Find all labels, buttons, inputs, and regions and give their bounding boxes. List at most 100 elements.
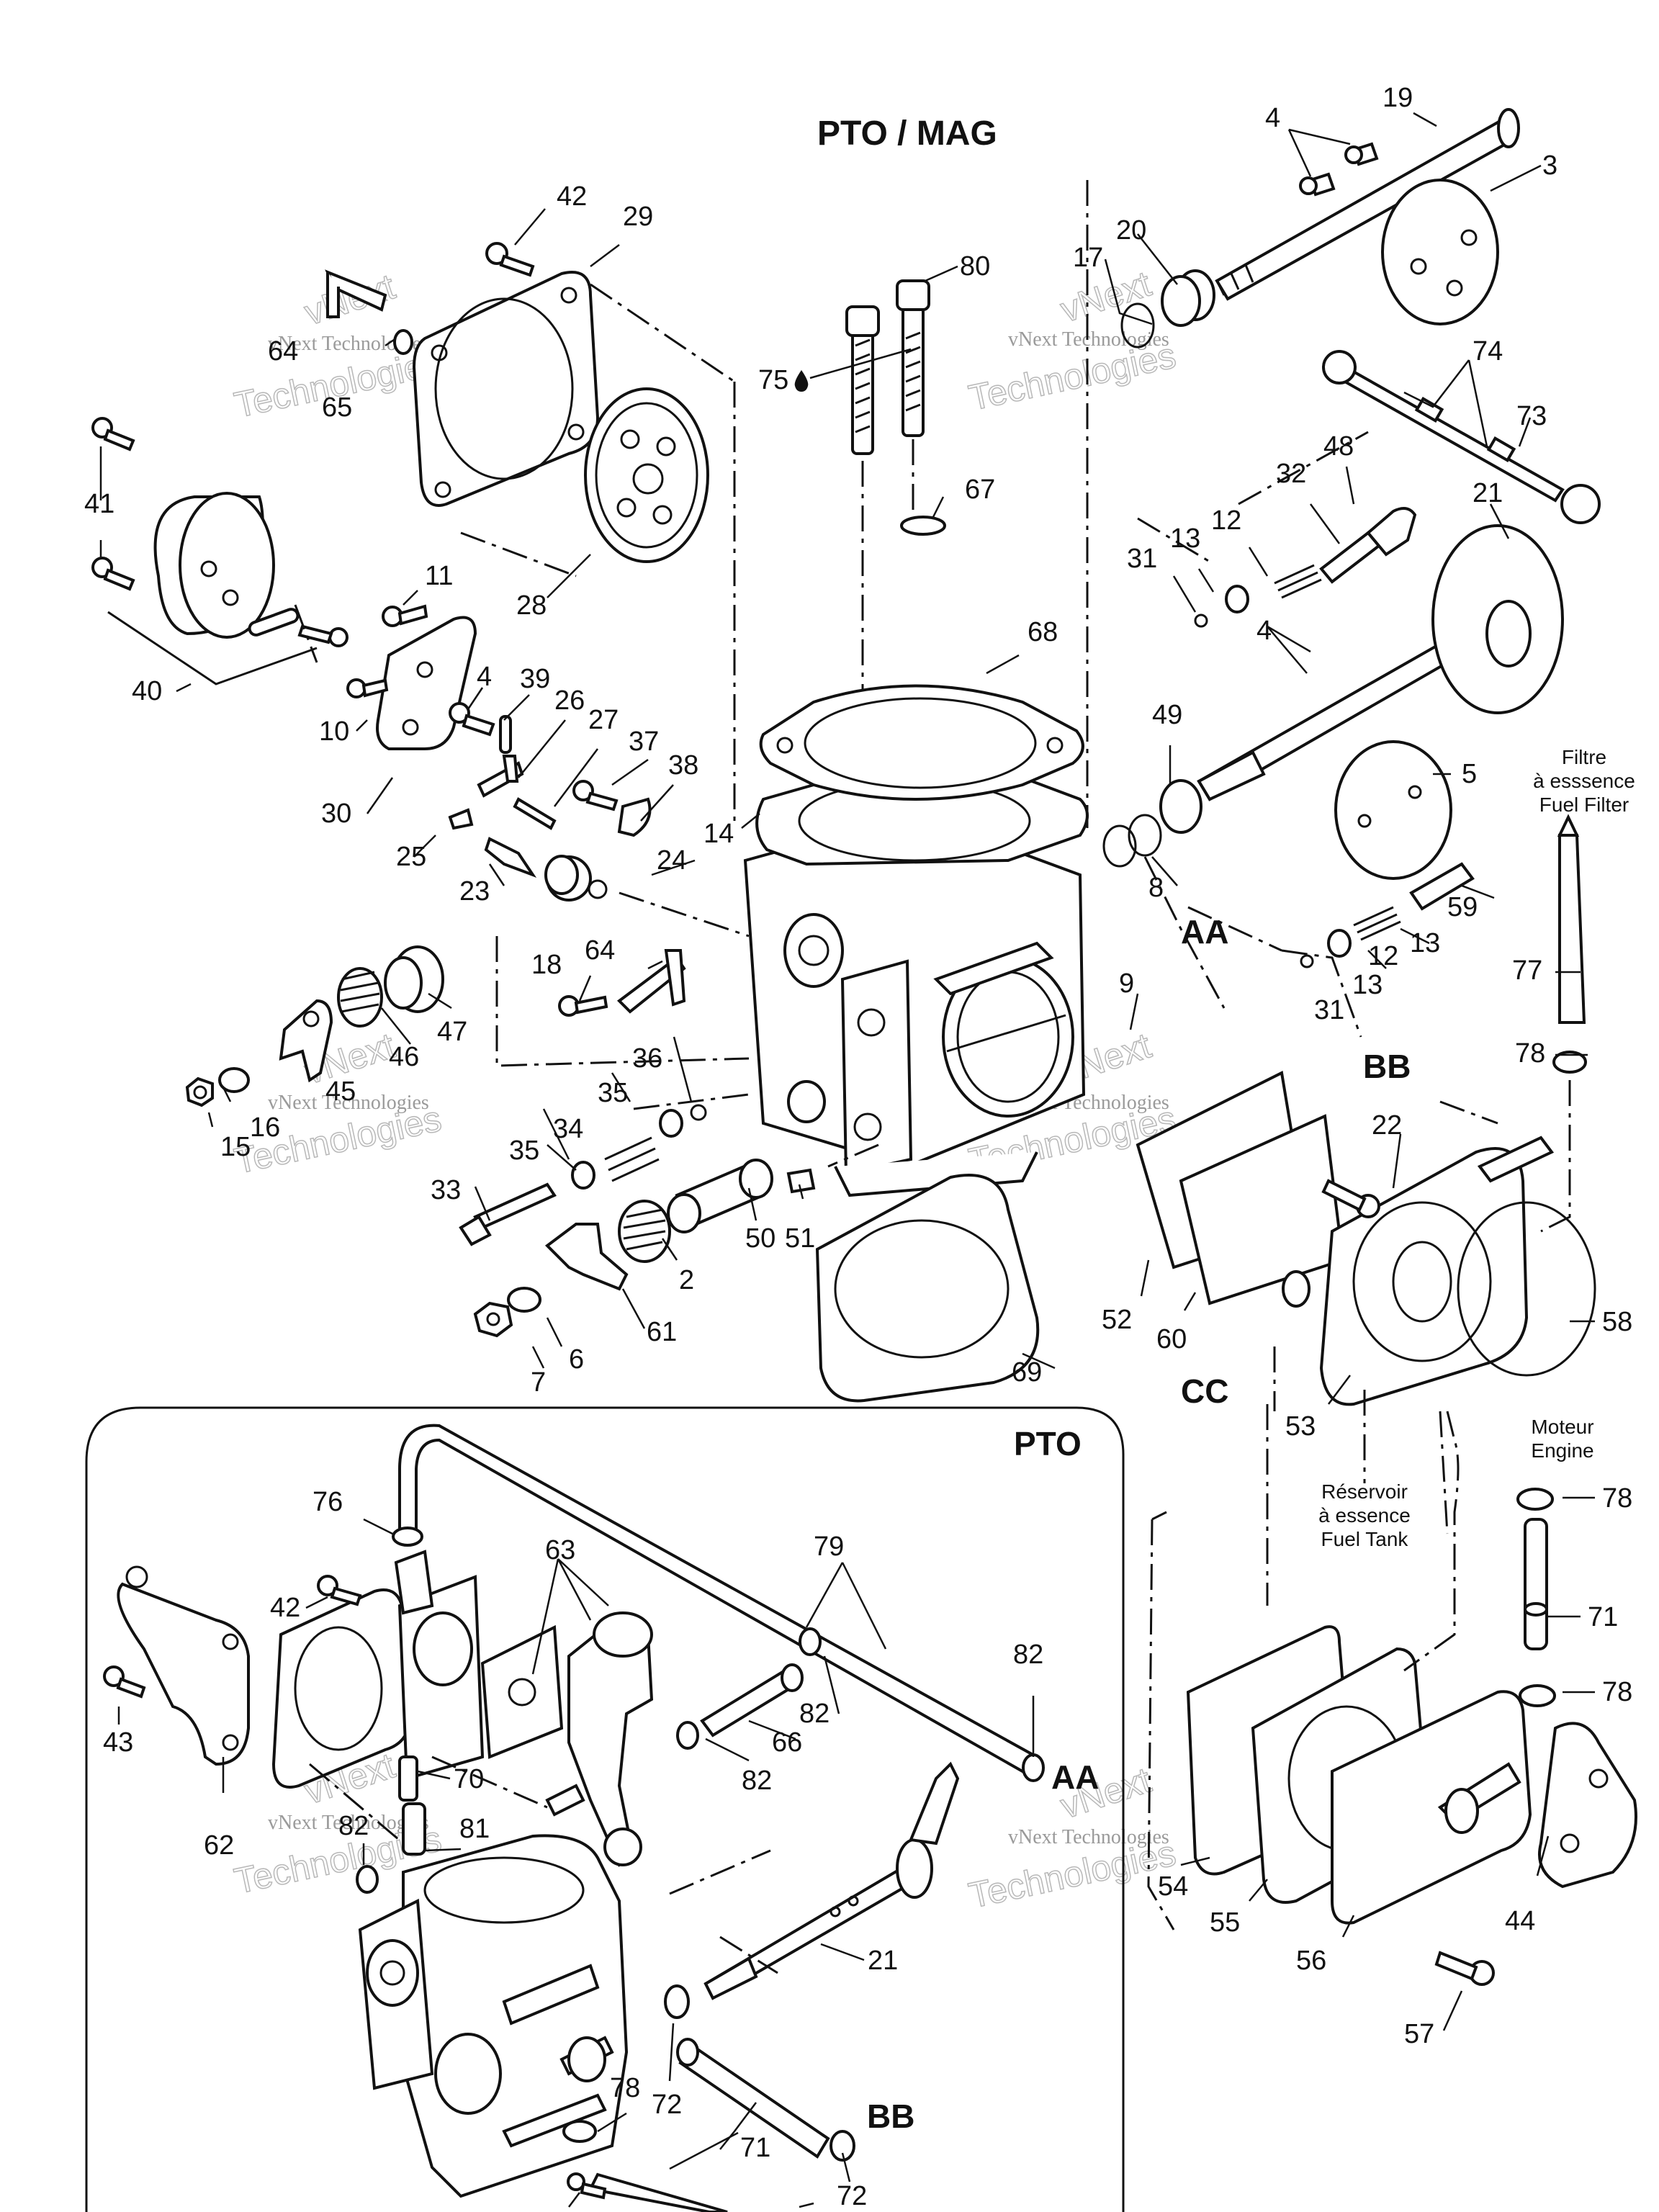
washer-16: [218, 1067, 250, 1093]
cover-56: [1331, 1690, 1532, 1925]
clamp-82c: [356, 1865, 379, 1894]
callout-label: 33: [431, 1175, 461, 1205]
clamp-82b: [676, 1721, 699, 1750]
clip-38: [617, 797, 652, 837]
callout-label: 38: [668, 750, 698, 781]
watermark-text: vNext Technologies: [1008, 1826, 1169, 1848]
callout-label: 80: [960, 251, 990, 282]
callout-label: 58: [1602, 1307, 1632, 1337]
callout-label: 6: [569, 1344, 584, 1375]
callout-label: 59: [1447, 892, 1478, 922]
o-ring-31b: [1300, 954, 1314, 968]
lever-45: [185, 945, 444, 1107]
screw-icon: [297, 624, 349, 647]
callout-label: 72: [837, 2181, 867, 2211]
inset-tube-79: [392, 1424, 1045, 1782]
engine-note-line: Moteur: [1531, 1416, 1594, 1438]
callout-label: 42: [557, 181, 587, 212]
throttle-shaft-front: [1102, 524, 1564, 880]
callout-label: 8: [1148, 873, 1164, 903]
callout-label: 7: [531, 1367, 546, 1398]
callout-label: 71: [740, 2133, 770, 2163]
callout-label: 18: [531, 950, 562, 980]
fuel-pump: [1136, 1071, 1596, 1406]
callout-label: 31: [1314, 995, 1344, 1025]
callout-label: 19: [1382, 83, 1413, 113]
callout-label: 25: [396, 842, 426, 872]
connector-label-cc: CC: [1181, 1372, 1228, 1410]
callout-label: 22: [1372, 1110, 1402, 1141]
callout-label: 13: [1170, 523, 1200, 554]
fuel-filter: [1552, 814, 1587, 1074]
callout-label: 10: [319, 716, 349, 747]
screw-icon: [558, 995, 608, 1017]
callout-label: 29: [623, 202, 653, 232]
clamp-72: [830, 2130, 855, 2162]
connector-label-aa-inset: AA: [1051, 1758, 1099, 1796]
clamp-72b: [664, 1984, 690, 2019]
callout-label: 24: [657, 845, 687, 876]
washer-13b: [1327, 929, 1352, 958]
screw-icon: [382, 604, 428, 627]
callout-label: 32: [1276, 459, 1306, 489]
callout-numbers: 19 4 3 42 29 80 17 20 64 65 75 74 73 41 …: [84, 83, 1632, 2211]
diagram-title: PTO / MAG: [817, 114, 997, 153]
fuel-filter-note-line: Filtre: [1561, 746, 1607, 768]
callout-label: 23: [459, 876, 490, 907]
carburetor-body: [743, 767, 1089, 1197]
callout-label: 65: [322, 392, 352, 423]
connector-label-bb-inset: BB: [867, 2098, 914, 2135]
callout-label: 3: [1542, 150, 1557, 181]
callout-label: 26: [554, 685, 585, 716]
o-ring-8b: [1128, 814, 1162, 857]
engine-hose: [1516, 1488, 1556, 1707]
bracket-44: [1538, 1722, 1637, 1889]
callout-label: 69: [1012, 1357, 1042, 1388]
fuel-tank-note: Réservoir à essence Fuel Tank: [1292, 1480, 1437, 1551]
fuel-filter-note-line: à esssence: [1533, 770, 1635, 792]
callout-label: 64: [268, 336, 298, 367]
washer-6: [507, 1287, 541, 1313]
cover-40: [91, 417, 349, 685]
inset-pump: [271, 1550, 564, 1802]
callout-label: 47: [437, 1017, 467, 1047]
callout-label: 50: [745, 1223, 775, 1254]
o-ring-8a: [1102, 824, 1137, 868]
gasket-69: [815, 1174, 1040, 1403]
nut-7: [473, 1301, 513, 1338]
callout-label: 72: [652, 2090, 682, 2120]
callout-label: 4: [1256, 616, 1272, 646]
callout-label: 21: [1473, 478, 1503, 508]
nut-15: [185, 1076, 214, 1107]
callout-label: 62: [204, 1830, 234, 1861]
washer-13: [1225, 585, 1249, 613]
callout-label: 66: [772, 1727, 802, 1758]
throttle-plate-5: [1334, 740, 1452, 880]
callout-label: 43: [103, 1727, 133, 1758]
gasket-stack: [1186, 1625, 1532, 1986]
group-bracket: [107, 611, 318, 685]
callout-label: 46: [389, 1042, 419, 1072]
screw-icon: [485, 242, 535, 277]
callout-label: 63: [545, 1535, 575, 1565]
o-ring-58: [1457, 1201, 1596, 1377]
callout-label: 17: [1073, 243, 1103, 273]
callout-label: 28: [516, 590, 547, 621]
callout-label: 31: [1127, 544, 1157, 574]
screw-icon: [449, 702, 495, 737]
screw-icon: [346, 678, 389, 698]
callout-label: 13: [1410, 928, 1440, 958]
callout-label: 74: [1473, 336, 1503, 367]
callout-label: 52: [1102, 1305, 1132, 1335]
callout-label: 45: [325, 1076, 356, 1107]
fuel-drop-icon: [794, 370, 809, 392]
callout-label: 70: [454, 1764, 484, 1794]
callout-label: 55: [1210, 1907, 1240, 1938]
o-ring-36: [690, 1104, 707, 1121]
callout-label: 54: [1158, 1871, 1188, 1902]
hose-81: [402, 1802, 426, 1856]
fuel-filter-note: Filtre à esssence Fuel Filter: [1512, 745, 1656, 817]
callout-label: 40: [132, 676, 162, 706]
clamp-78c: [562, 2120, 597, 2143]
